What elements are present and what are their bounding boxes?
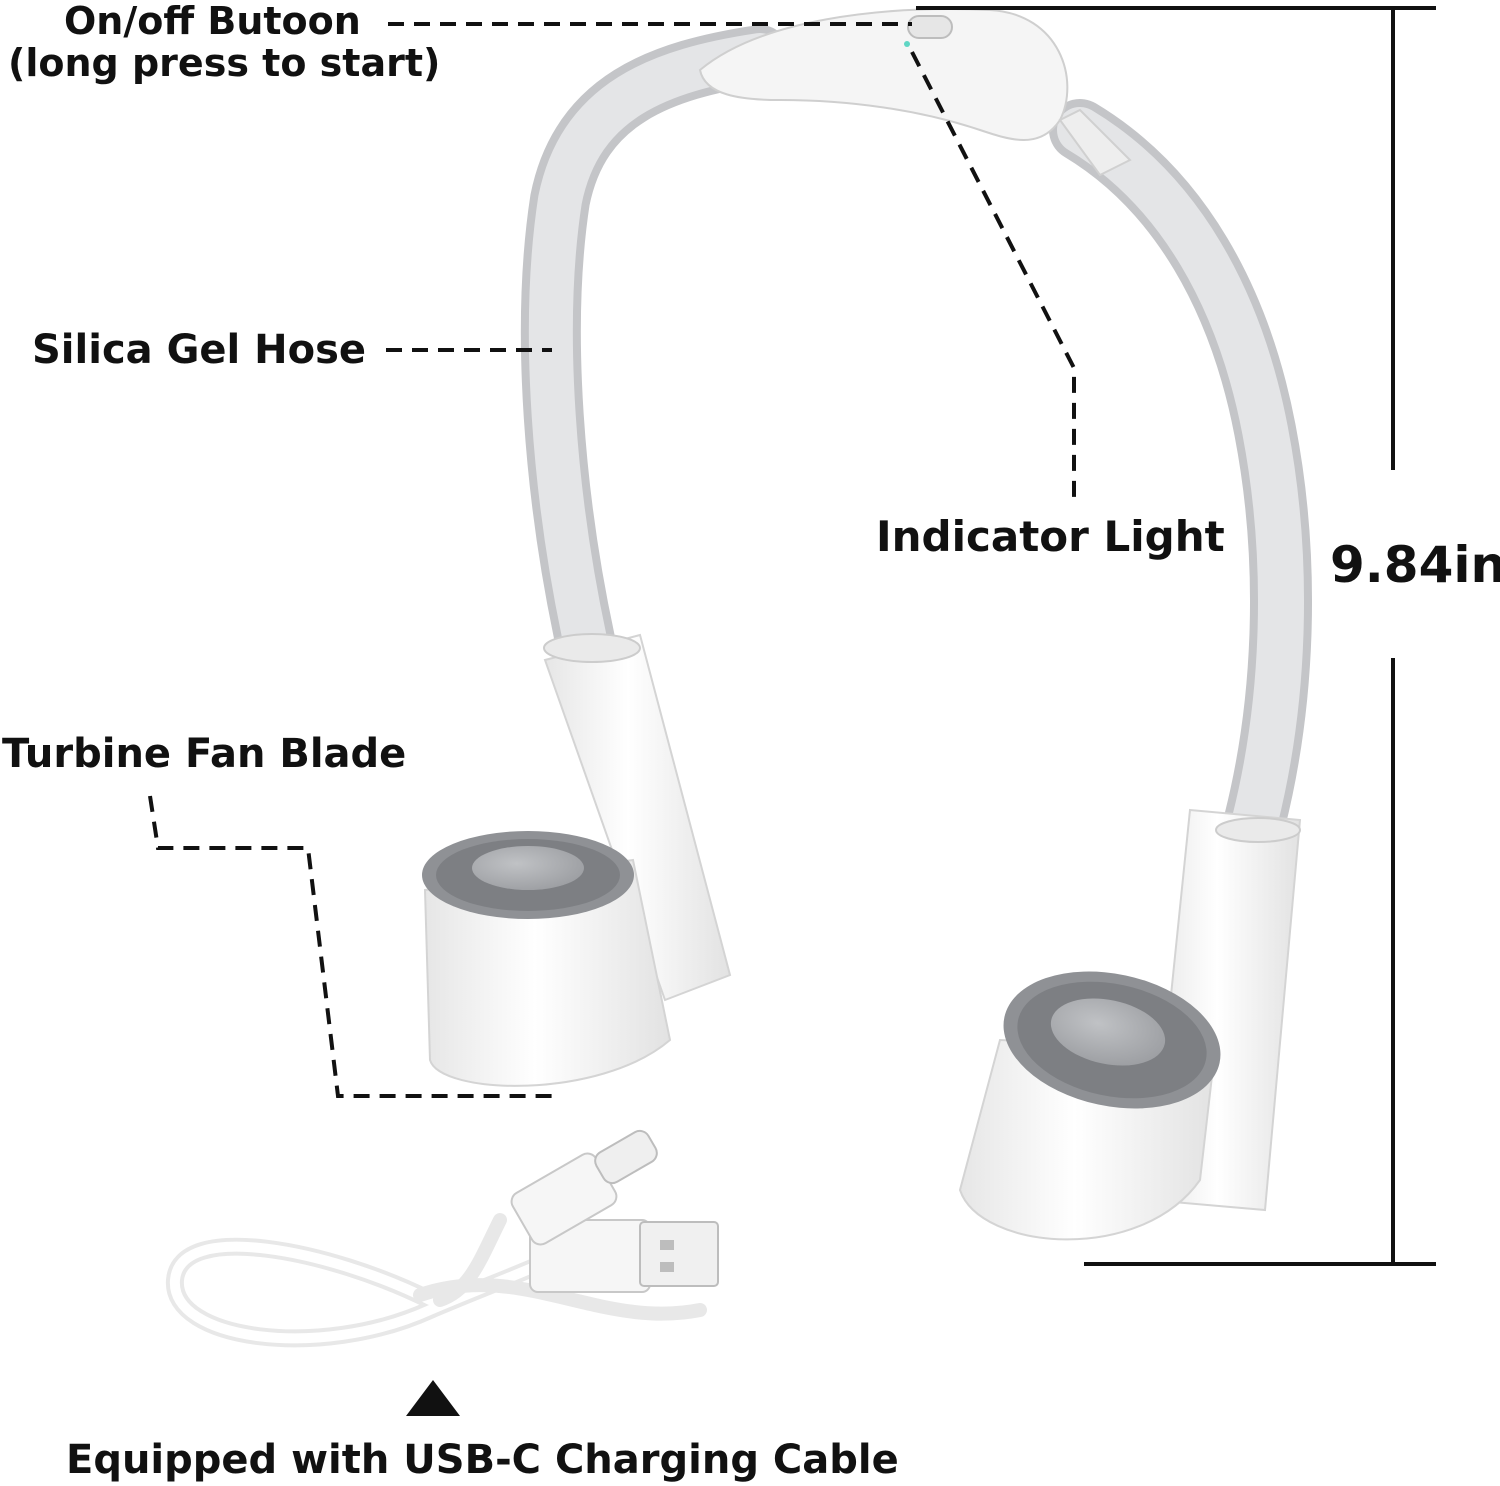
height-dimension-marker	[916, 6, 1436, 1266]
silica-gel-hose-label: Silica Gel Hose	[32, 327, 367, 373]
usb-a-plug	[529, 1219, 719, 1293]
turbine-fan-leader-line	[148, 795, 556, 1098]
on-off-button[interactable]	[907, 15, 953, 39]
height-dimension-label: 9.84in	[1330, 536, 1500, 594]
on-off-button-sublabel: (long press to start)	[8, 41, 441, 85]
left-fan-unit	[423, 633, 732, 1087]
right-turbine-fan-blade	[1003, 971, 1221, 1109]
indicator-light-leader-line	[910, 51, 1076, 502]
usb-c-plug	[510, 1129, 658, 1246]
charging-cable-caption: Equipped with USB-C Charging Cable	[66, 1437, 899, 1483]
indicator-light-label: Indicator Light	[876, 512, 1225, 561]
usb-c-charging-cable	[165, 1213, 707, 1348]
control-housing	[698, 8, 1132, 177]
left-turbine-fan-blade	[422, 831, 634, 919]
triangle-up-icon	[406, 1380, 460, 1416]
leader-lines	[148, 22, 1076, 1098]
indicator-light-led	[904, 41, 910, 47]
on-off-button-label: On/off Butoon	[64, 0, 361, 43]
turbine-fan-blade-label: Turbine Fan Blade	[2, 731, 407, 777]
silica-gel-hose	[520, 25, 1312, 851]
